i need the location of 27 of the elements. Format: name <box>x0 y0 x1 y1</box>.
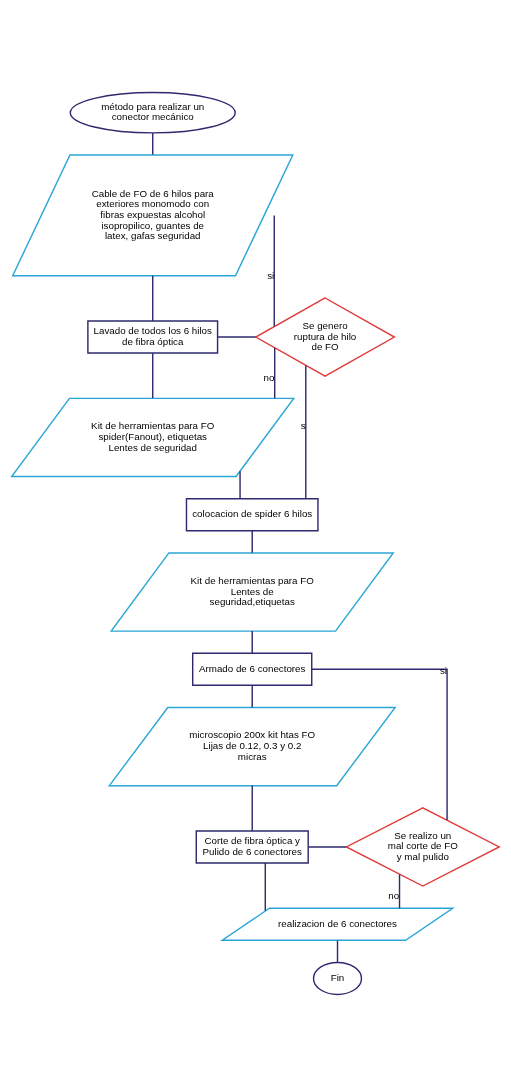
connector <box>336 939 339 963</box>
connector <box>305 364 307 500</box>
node-box: Lavado de todos los 6 hilos de fibra óptica <box>87 320 219 354</box>
node-diamond: Se genero ruptura de hilo de FO <box>254 297 396 377</box>
node-box: Corte de fibra óptica y Pulido de 6 conectores <box>195 830 309 864</box>
connector <box>152 352 154 399</box>
edge-label: no <box>388 890 400 902</box>
connector <box>274 347 276 399</box>
node-diamond: Se realizo un mal corte de FO y mal pulido <box>344 807 501 887</box>
connector <box>273 214 275 327</box>
connector <box>251 530 253 554</box>
connector <box>307 846 347 848</box>
connector <box>251 785 253 832</box>
connector <box>264 862 266 912</box>
connector <box>251 684 253 709</box>
connector <box>398 873 401 909</box>
node-box: colocacion de spider 6 hilos <box>185 498 319 532</box>
node-ellipse: Fin <box>312 961 363 996</box>
connector <box>216 336 257 338</box>
connector <box>311 668 448 821</box>
connector <box>152 132 154 156</box>
node-box: Armado de 6 conectores <box>192 652 313 686</box>
edge-label: s <box>300 420 306 432</box>
connector <box>239 470 241 500</box>
node-ellipse: método para realizar un conector mecánico <box>69 91 236 134</box>
connector <box>251 630 253 654</box>
connector <box>152 275 154 322</box>
